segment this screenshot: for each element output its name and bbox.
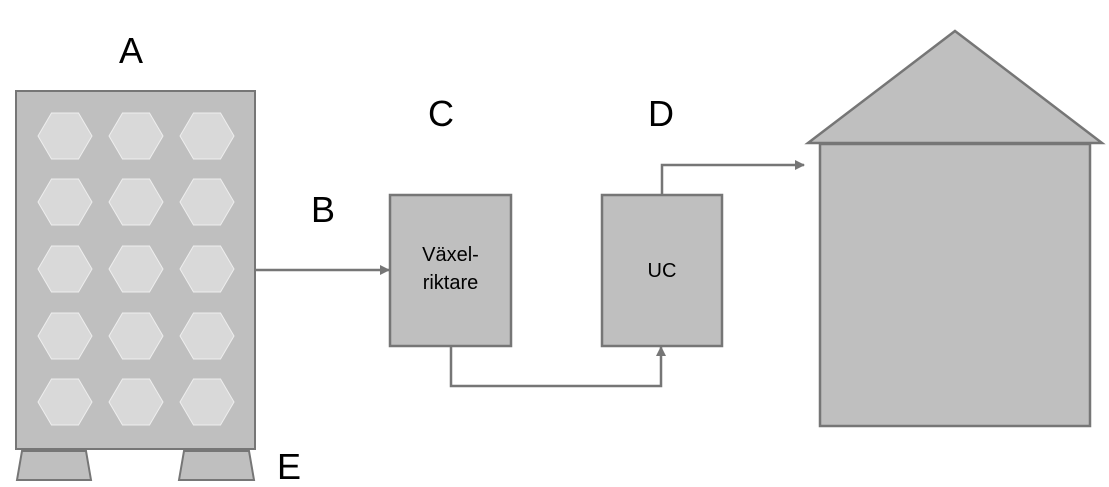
panel-foot-left	[15, 450, 93, 481]
house	[804, 29, 1106, 428]
solar-cell	[179, 312, 235, 360]
solar-cell	[37, 378, 93, 426]
label-d: D	[648, 93, 674, 134]
solar-cell	[37, 112, 93, 160]
solar-cell	[179, 178, 235, 226]
house-body	[818, 142, 1092, 428]
solar-cell	[108, 245, 164, 293]
solar-cell	[108, 178, 164, 226]
label-b: B	[311, 189, 336, 230]
solar-cell	[179, 112, 235, 160]
solar-cell	[37, 312, 93, 360]
solar-cell	[37, 245, 93, 293]
uc-box	[600, 193, 724, 348]
solar-cell	[179, 245, 235, 293]
inverter-label-line2: riktare	[422, 272, 479, 294]
solar-cells	[37, 112, 235, 426]
solar-cell	[108, 112, 164, 160]
label-e: E	[277, 446, 302, 487]
uc-label: UC	[647, 260, 677, 282]
inverter-label-line1: Växel-	[422, 244, 479, 266]
label-a: A	[119, 30, 144, 71]
label-c: C	[428, 93, 454, 134]
solar-panel	[15, 90, 256, 450]
solar-cell	[179, 378, 235, 426]
inverter-label: Växel- riktare	[390, 241, 511, 297]
solar-cell	[37, 178, 93, 226]
panel-foot-right	[177, 450, 256, 481]
inverter-box	[388, 193, 513, 348]
connector-uc-house-arrow	[660, 160, 805, 195]
solar-cell	[108, 378, 164, 426]
house-roof	[804, 29, 1106, 145]
solar-cell	[108, 312, 164, 360]
connector-inverter-uc-arrow	[449, 346, 666, 388]
